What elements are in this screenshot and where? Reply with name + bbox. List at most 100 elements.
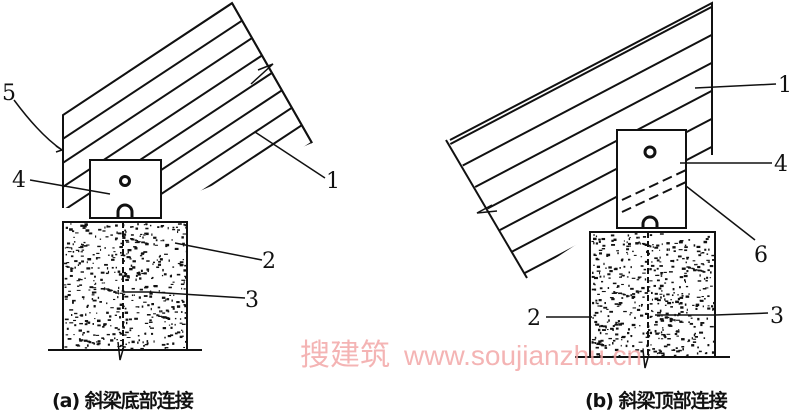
concrete-speck (157, 306, 161, 309)
concrete-speck (185, 250, 186, 253)
concrete-speck (80, 243, 83, 246)
concrete-speck (142, 348, 145, 349)
concrete-speck (181, 323, 186, 325)
concrete-speck (613, 292, 617, 294)
concrete-speck (607, 315, 610, 318)
concrete-speck (712, 309, 714, 311)
concrete-speck (706, 253, 709, 255)
concrete-speck (182, 335, 184, 337)
concrete-speck (134, 317, 138, 320)
concrete-speck (115, 292, 119, 294)
concrete-speck (96, 343, 98, 346)
concrete-speck (143, 272, 147, 275)
concrete-speck (139, 288, 143, 291)
concrete-speck (688, 239, 690, 241)
concrete-speck (94, 282, 97, 285)
concrete-speck (692, 268, 695, 271)
concrete-speck (86, 305, 89, 307)
concrete-speck (649, 303, 653, 305)
concrete-speck (179, 264, 183, 267)
concrete-speck (632, 250, 634, 253)
concrete-speck (84, 227, 86, 229)
concrete-speck (66, 242, 71, 245)
concrete-speck (84, 323, 88, 326)
concrete-speck (655, 332, 659, 335)
concrete-speck (649, 234, 653, 237)
concrete-speck (119, 303, 123, 306)
concrete-speck (598, 249, 603, 252)
concrete-speck (666, 343, 671, 346)
concrete-speck (645, 336, 650, 339)
concrete-speck (678, 302, 680, 305)
concrete-speck (609, 310, 614, 313)
concrete-speck (171, 239, 173, 241)
concrete-speck (167, 226, 169, 230)
concrete-speck (64, 318, 69, 321)
concrete-speck (594, 283, 596, 286)
concrete-speck (686, 308, 688, 311)
concrete-speck (80, 251, 83, 253)
concrete-speck (626, 294, 629, 298)
concrete-speck (115, 253, 118, 256)
concrete-speck (136, 272, 141, 275)
concrete-speck (172, 266, 175, 268)
hatch-line (63, 3, 312, 131)
concrete-speck (179, 318, 182, 320)
concrete-speck (672, 246, 676, 249)
concrete-speck (78, 250, 80, 253)
concrete-speck (162, 312, 166, 314)
concrete-speck (96, 319, 101, 323)
concrete-speck (136, 312, 140, 314)
concrete-speck (183, 288, 186, 290)
concrete-speck (707, 235, 710, 238)
concrete-speck (597, 328, 601, 332)
concrete-speck (633, 254, 637, 256)
hatch-line (63, 51, 312, 208)
concrete-speck (681, 346, 685, 348)
concrete-speck (660, 296, 662, 299)
concrete-speck (612, 342, 614, 345)
watermark-url: www.soujianzhu.cn (404, 340, 643, 371)
concrete-speck (182, 300, 185, 303)
concrete-speck (141, 241, 145, 244)
concrete-speck (79, 284, 83, 286)
concrete-speck (134, 247, 138, 250)
concrete-speck (601, 237, 606, 241)
concrete-speck (143, 295, 148, 297)
concrete-speck (635, 349, 640, 351)
hatch-line (448, 3, 712, 161)
concrete-speck (599, 252, 603, 255)
concrete-speck (114, 337, 116, 340)
concrete-speck (642, 235, 647, 238)
concrete-speck (96, 312, 98, 314)
concrete-speck (114, 314, 117, 316)
concrete-speck (129, 267, 133, 271)
concrete-speck (135, 227, 139, 230)
concrete-speck (177, 331, 181, 334)
concrete-speck (631, 295, 636, 299)
concrete-speck (612, 355, 616, 356)
concrete-speck (153, 340, 155, 343)
concrete-speck (146, 260, 150, 262)
concrete-speck (146, 342, 149, 345)
concrete-speck (125, 343, 127, 346)
concrete-speck (642, 243, 647, 246)
concrete-speck (653, 284, 657, 287)
concrete-speck (169, 294, 172, 296)
concrete-speck (653, 269, 656, 272)
concrete-speck (86, 340, 91, 343)
concrete-speck (136, 241, 140, 244)
concrete-speck (100, 271, 105, 274)
concrete-speck (156, 314, 159, 317)
concrete-speck (663, 345, 668, 348)
concrete-speck (129, 258, 132, 260)
concrete-speck (594, 342, 597, 345)
concrete-speck (659, 284, 664, 288)
concrete-speck (112, 247, 115, 249)
concrete-speck (671, 294, 674, 297)
concrete-speck (591, 288, 595, 291)
concrete-speck (662, 329, 664, 331)
concrete-speck (177, 262, 181, 265)
concrete-speck (113, 290, 116, 294)
